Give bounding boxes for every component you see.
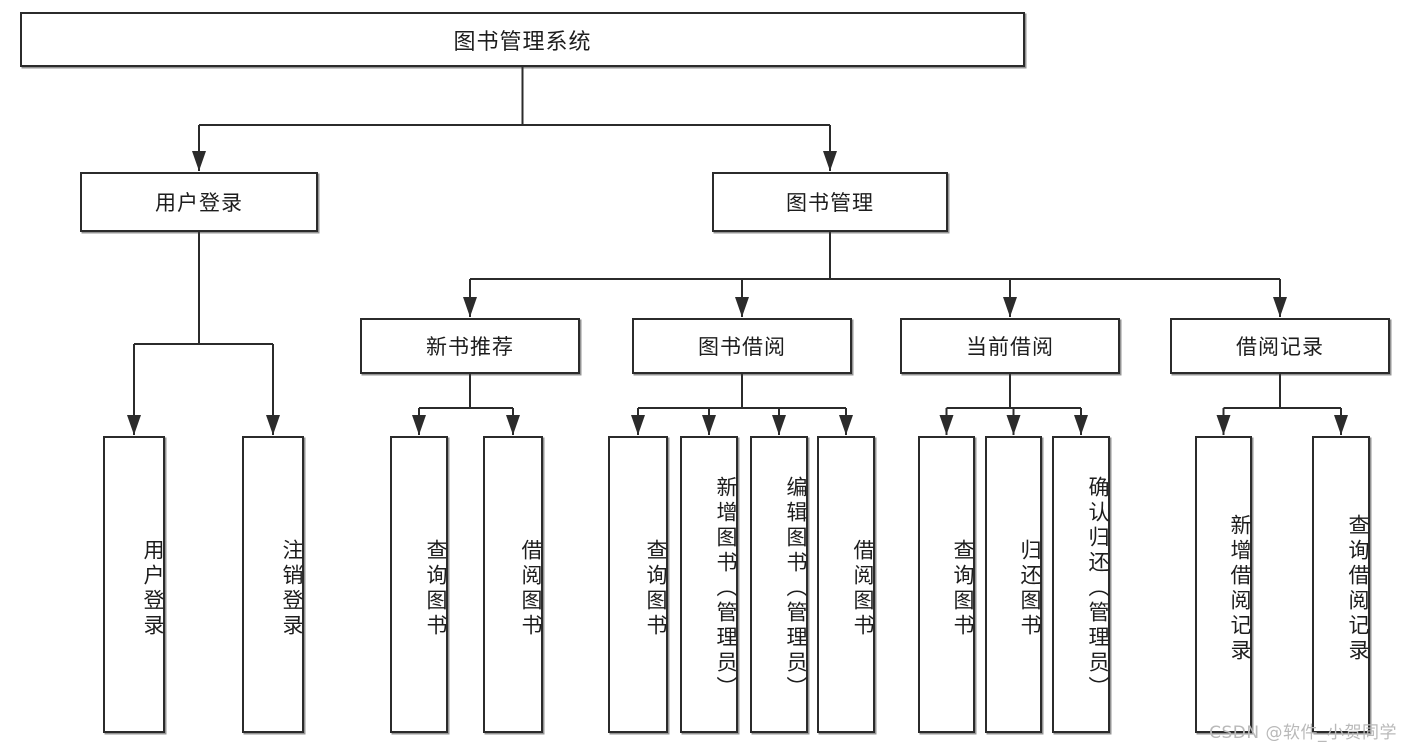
node-leaf-borrow-2[interactable]: 借阅图书 [817,436,875,733]
node-label: 借阅图书 [851,538,875,639]
node-leaf-return-book[interactable]: 归还图书 [985,436,1042,733]
node-label: 新增借阅记录 [1228,513,1252,664]
node-label: 查询图书 [951,538,975,639]
node-leaf-confirm[interactable]: 确认归还（管理员） [1052,436,1110,733]
watermark-label: CSDN @软件_小贺同学 [1209,723,1397,743]
node-label: 归还图书 [1018,538,1042,639]
node-label: 借阅记录 [1236,335,1324,359]
node-leaf-borrow-1[interactable]: 借阅图书 [483,436,543,733]
node-label: 图书借阅 [698,335,786,359]
node-leaf-logout[interactable]: 注销登录 [242,436,304,733]
node-label: 查询图书 [644,538,668,639]
node-label: 新增图书（管理员） [714,476,738,701]
node-leaf-query-3[interactable]: 查询图书 [918,436,975,733]
node-label: 当前借阅 [966,335,1054,359]
node-leaf-user-login[interactable]: 用户登录 [103,436,165,733]
node-label: 图书管理系统 [453,29,592,55]
node-label: 新书推荐 [426,335,514,359]
node-records[interactable]: 借阅记录 [1170,318,1390,374]
node-leaf-query-1[interactable]: 查询图书 [390,436,448,733]
node-label: 注销登录 [280,538,304,639]
node-label: 查询借阅记录 [1346,513,1370,664]
node-root[interactable]: 图书管理系统 [20,12,1025,67]
node-leaf-add-book[interactable]: 新增图书（管理员） [680,436,738,733]
node-bookmgmt[interactable]: 图书管理 [712,172,948,232]
node-label: 用户登录 [155,191,243,215]
node-leaf-query-2[interactable]: 查询图书 [608,436,668,733]
node-label: 借阅图书 [519,538,543,639]
node-label: 查询图书 [424,538,448,639]
node-leaf-add-record[interactable]: 新增借阅记录 [1195,436,1252,733]
node-leaf-edit-book[interactable]: 编辑图书（管理员） [750,436,808,733]
node-leaf-query-record[interactable]: 查询借阅记录 [1312,436,1370,733]
node-label: 图书管理 [786,191,874,215]
node-login[interactable]: 用户登录 [80,172,318,232]
node-label: 编辑图书（管理员） [784,476,808,701]
node-borrow[interactable]: 图书借阅 [632,318,852,374]
node-current[interactable]: 当前借阅 [900,318,1120,374]
node-label: 确认归还（管理员） [1086,476,1110,701]
node-newbook[interactable]: 新书推荐 [360,318,580,374]
node-label: 用户登录 [141,538,165,639]
